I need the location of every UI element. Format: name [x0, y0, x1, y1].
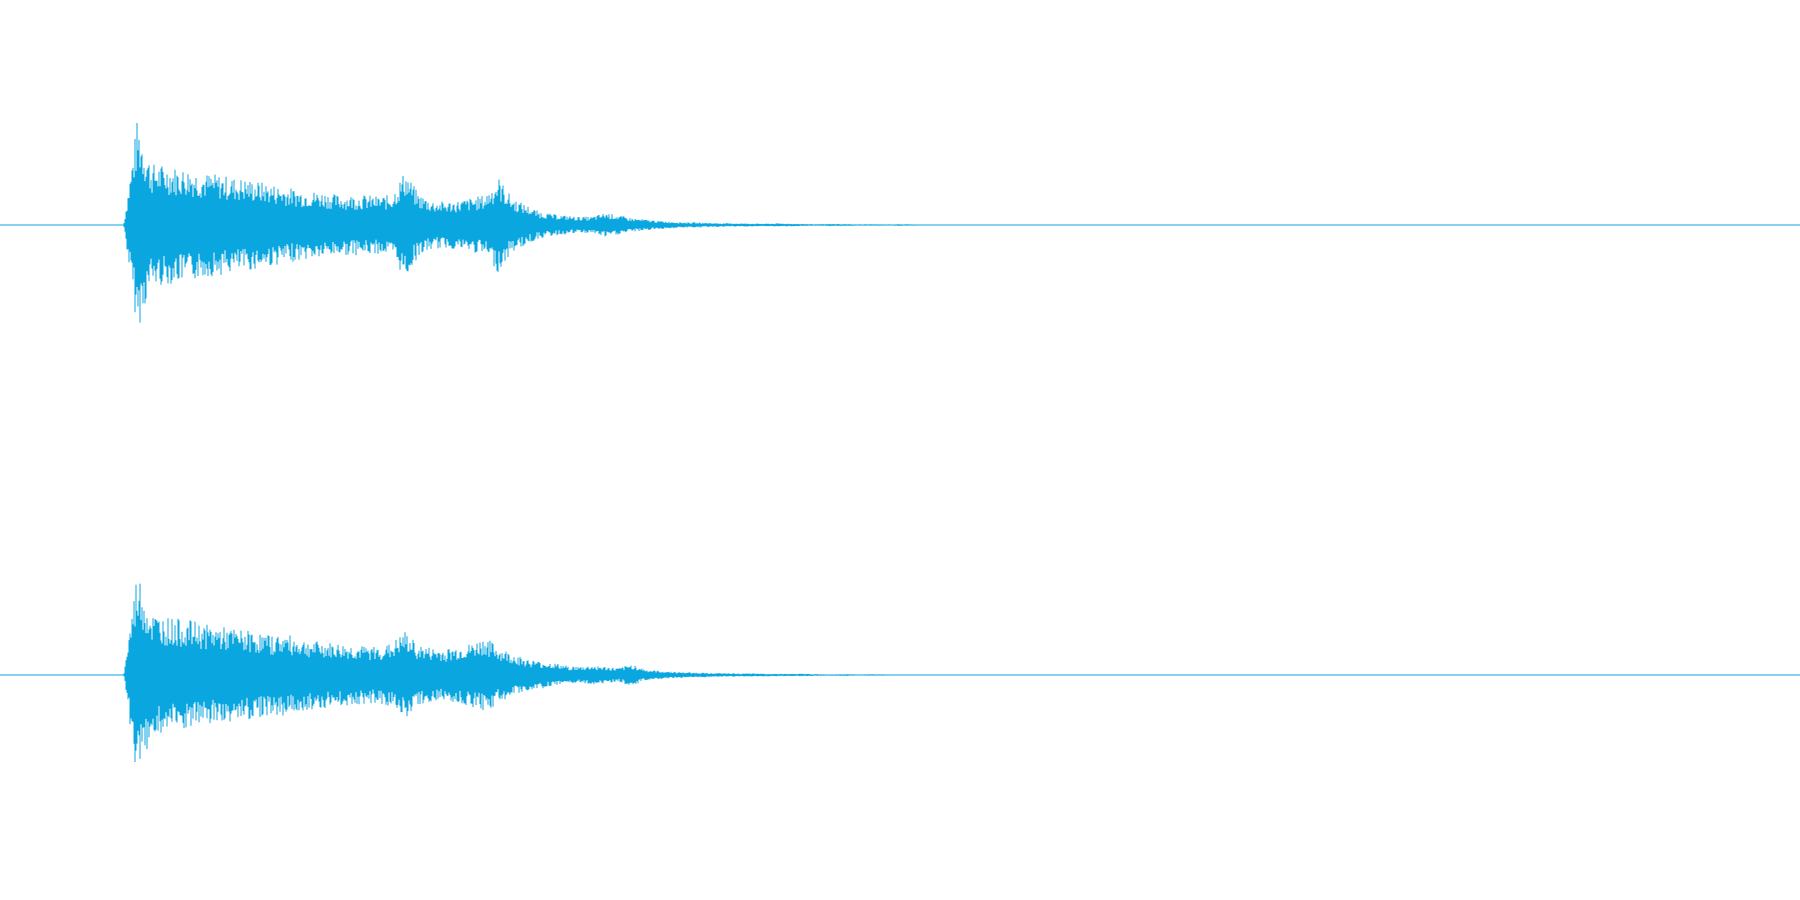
channel-right [0, 583, 1800, 762]
channel-right-waveform [123, 583, 938, 762]
channel-left-waveform [123, 123, 939, 323]
channel-left [0, 123, 1800, 323]
